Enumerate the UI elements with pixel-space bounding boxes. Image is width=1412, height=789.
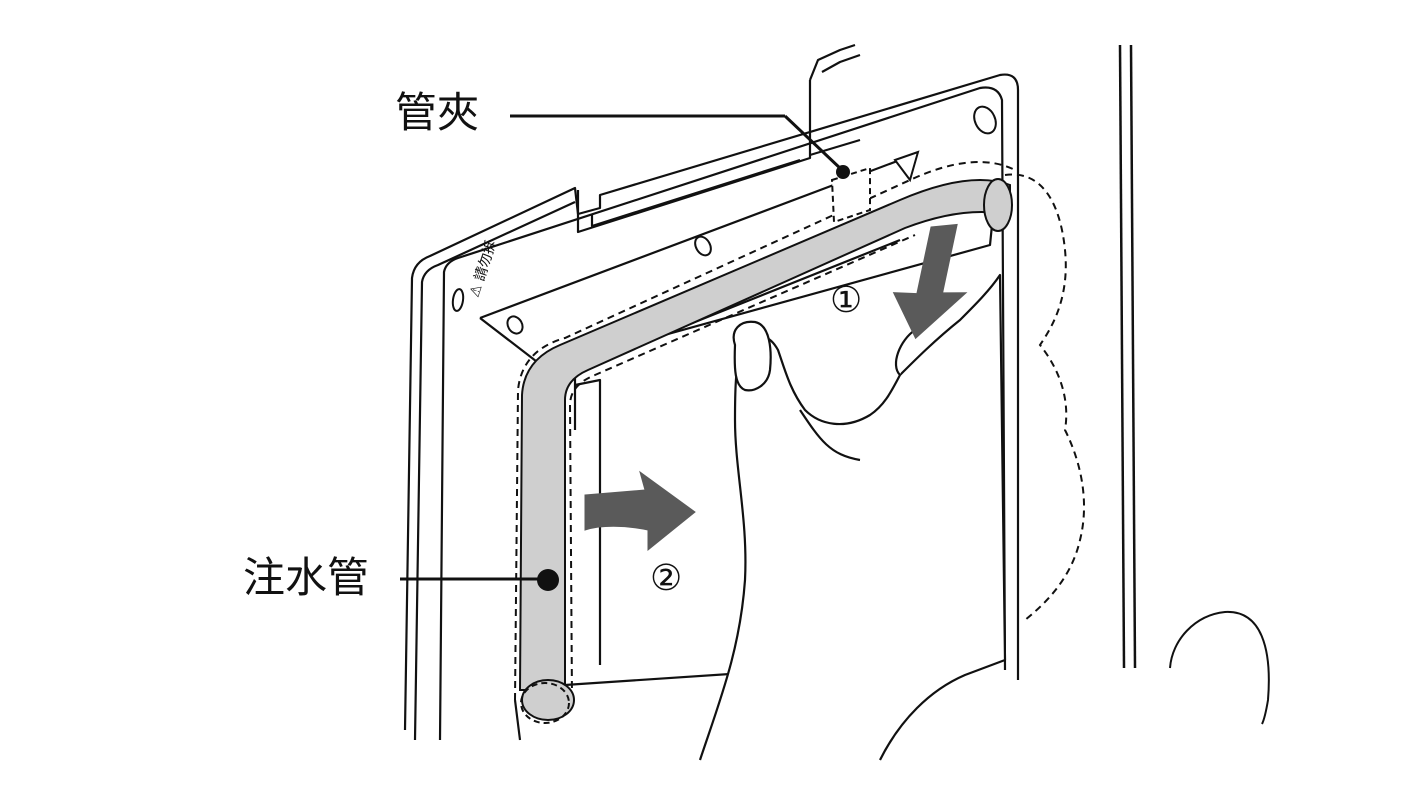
hose-dashed-alt xyxy=(1004,173,1086,621)
arrow-right-icon xyxy=(584,470,696,552)
screw-hole xyxy=(973,105,997,135)
clip-callout xyxy=(510,114,850,179)
warning-sticker: ⚠ 請勿拆 xyxy=(467,238,500,299)
arrow-down-icon xyxy=(892,223,968,340)
hand xyxy=(698,273,1007,761)
pipe-label: 注水管 xyxy=(243,553,369,602)
screw-hole xyxy=(694,235,712,257)
water-pipe xyxy=(514,161,1016,724)
wall-edge xyxy=(1118,44,1137,669)
panel-frame xyxy=(403,43,1020,741)
clip-label: 管夾 xyxy=(395,88,479,137)
screw-hole xyxy=(451,288,465,312)
step-1-marker: ① xyxy=(830,280,862,321)
screw-hole xyxy=(506,315,524,335)
screw-holes xyxy=(451,105,997,335)
knob xyxy=(1169,610,1270,725)
pipe-callout xyxy=(400,569,559,591)
pipe-clip xyxy=(830,150,920,224)
step-2-marker: ② xyxy=(650,558,682,599)
